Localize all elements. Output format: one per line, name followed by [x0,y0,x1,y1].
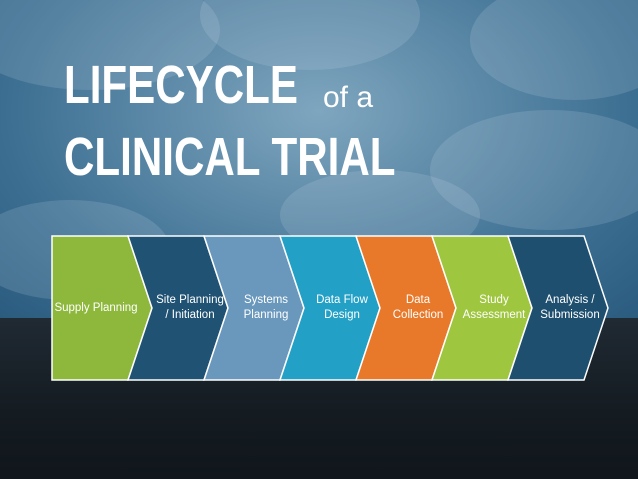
title-lifecycle: LIFECYCLE [64,55,299,115]
step-label-5: Data Collection [392,294,444,321]
step-chevron-7 [506,235,609,381]
step-label-2: Site Planning / Initiation [156,294,224,321]
step-label-4: Data Flow Design [316,294,368,321]
title-of-a: of a [323,81,374,114]
step-label-7: Analysis / Submission [540,294,600,321]
background-pill [430,110,638,230]
title-clinical-trial: CLINICAL TRIAL [64,127,396,187]
step-label-6: Study Assessment [462,294,526,321]
step-label-3: Systems Planning [243,294,289,321]
step-label-1: Supply Planning [54,301,138,314]
